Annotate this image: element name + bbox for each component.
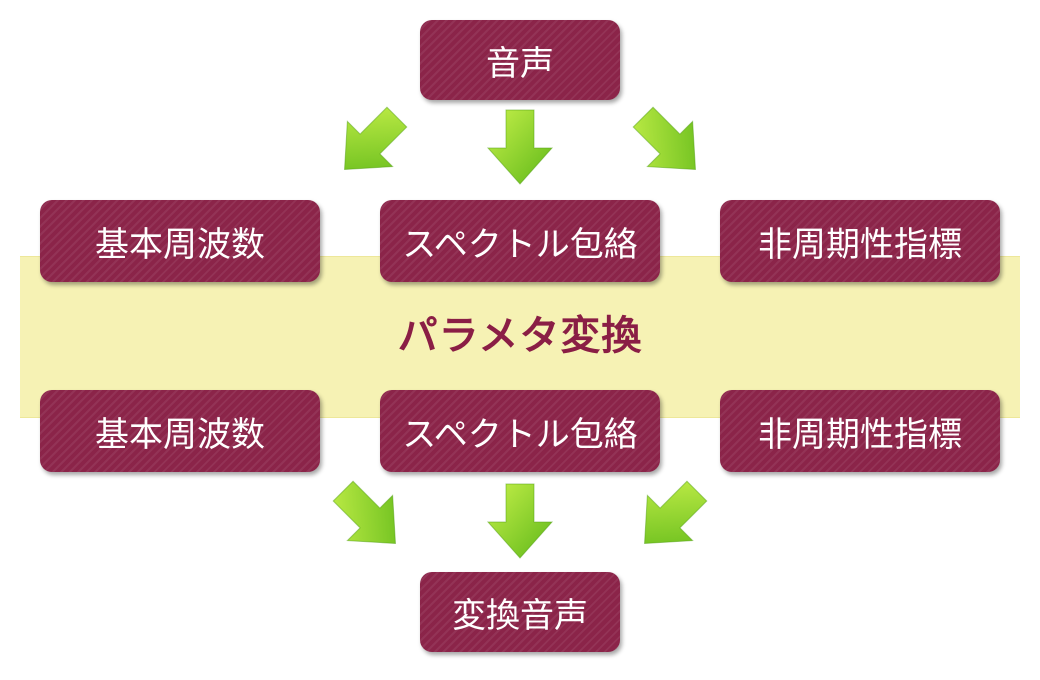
parameter-conversion-label: パラメタ変換 [397, 313, 643, 359]
arrow-down-left-icon [630, 478, 710, 558]
arrow-down-icon [480, 108, 560, 188]
top-aperiodicity-node: 非周期性指標 [720, 200, 1000, 282]
arrow-down-right-icon [630, 104, 710, 184]
arrow-down-icon [480, 482, 560, 562]
bottom-aperiodicity-label: 非周期性指標 [758, 414, 962, 455]
top-spectral-envelope-label: スペクトル包絡 [402, 224, 638, 265]
source-audio-node: 音声 [420, 20, 620, 100]
top-aperiodicity-label: 非周期性指標 [758, 224, 962, 265]
top-spectral-envelope-node: スペクトル包絡 [380, 200, 660, 282]
bottom-f0-node: 基本周波数 [40, 390, 320, 472]
converted-audio-node: 変換音声 [420, 572, 620, 652]
bottom-aperiodicity-node: 非周期性指標 [720, 390, 1000, 472]
bottom-f0-label: 基本周波数 [95, 414, 265, 455]
source-audio-label: 音声 [486, 43, 554, 84]
top-f0-label: 基本周波数 [95, 224, 265, 265]
bottom-spectral-envelope-node: スペクトル包絡 [380, 390, 660, 472]
top-f0-node: 基本周波数 [40, 200, 320, 282]
arrow-down-right-icon [330, 478, 410, 558]
arrow-down-left-icon [330, 104, 410, 184]
converted-audio-label: 変換音声 [452, 595, 588, 636]
bottom-spectral-envelope-label: スペクトル包絡 [402, 414, 638, 455]
